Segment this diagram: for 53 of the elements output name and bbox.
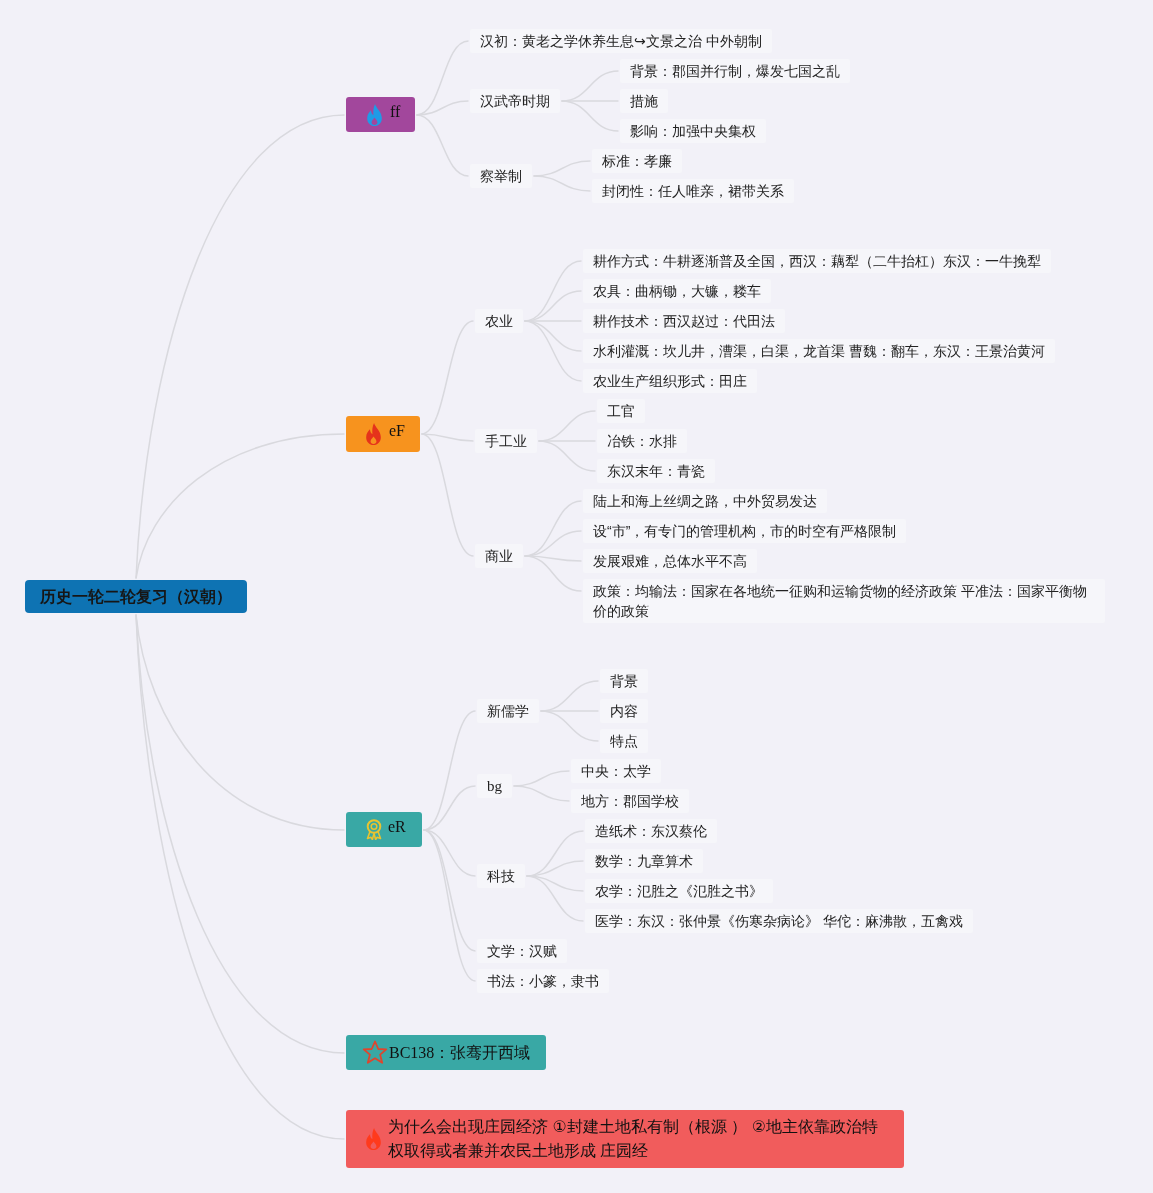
subtopic: 农学：氾胜之《氾胜之书》	[585, 879, 773, 903]
branch-topic	[346, 1110, 904, 1168]
subtopic: 文学：汉赋	[477, 939, 567, 963]
subtopic: 冶铁：水排	[597, 429, 687, 453]
subtopic: 察举制	[470, 164, 532, 188]
connector-line	[415, 114, 470, 177]
topic-title: ff	[390, 101, 401, 122]
subtopic: 标准：孝廉	[592, 149, 682, 173]
subtopic: 封闭性：任人唯亲，裙带关系	[592, 179, 794, 203]
branch-topic	[346, 97, 415, 132]
subtopic: 商业	[475, 544, 523, 568]
subtopic: 医学：东汉：张仲景《伤寒杂病论》 华佗：麻沸散，五禽戏	[585, 909, 973, 933]
subtopic: 汉初：黄老之学休养生息↪文景之治 中外朝制	[470, 29, 772, 53]
connector-line	[532, 175, 592, 192]
subtopic: 手工业	[475, 429, 537, 453]
branch-topic	[346, 812, 422, 847]
topic-title: eR	[388, 816, 406, 837]
subtopic: 造纸术：东汉蔡伦	[585, 819, 717, 843]
subtopic: 科技	[477, 864, 525, 888]
subtopic: 耕作方式：牛耕逐渐普及全国，西汉：藕犁（二牛抬杠）东汉：一牛挽犁	[583, 249, 1051, 273]
subtopic: 措施	[620, 89, 668, 113]
connector-line	[135, 114, 346, 580]
subtopic: 内容	[600, 699, 648, 723]
subtopic: 影响：加强中央集权	[620, 119, 766, 143]
subtopic: 背景：郡国并行制，爆发七国之乱	[620, 59, 850, 83]
central-topic: 历史一轮二轮复习（汉朝）	[25, 580, 247, 613]
connector-line	[135, 433, 346, 580]
topic-title: BC138：张骞开西域	[389, 1042, 531, 1063]
subtopic: bg	[477, 774, 512, 798]
branch-topic	[346, 1035, 546, 1070]
subtopic: 农业	[475, 309, 523, 333]
subtopic: 政策：均输法：国家在各地统一征购和运输货物的经济政策 平准法：国家平衡物价的政策	[583, 579, 1105, 623]
branch-topic	[346, 416, 420, 452]
subtopic: 特点	[600, 729, 648, 753]
subtopic: 新儒学	[477, 699, 539, 723]
subtopic: 汉武帝时期	[470, 89, 560, 113]
subtopic: 中央：太学	[571, 759, 661, 783]
subtopic: 东汉末年：青瓷	[597, 459, 715, 483]
subtopic: 水利灌溉：坎儿井，漕渠，白渠，龙首渠 曹魏：翻车，东汉：王景治黄河	[583, 339, 1055, 363]
subtopic: 发展艰难，总体水平不高	[583, 549, 757, 573]
subtopic: 书法：小篆，隶书	[477, 969, 609, 993]
subtopic: 农具：曲柄锄，大镰，耧车	[583, 279, 771, 303]
topic-title: eF	[389, 421, 405, 441]
connector-line	[512, 785, 571, 802]
subtopic: 背景	[600, 669, 648, 693]
subtopic: 设“市”，有专门的管理机构，市的时空有严格限制	[583, 519, 907, 543]
subtopic: 耕作技术：西汉赵过：代田法	[583, 309, 785, 333]
subtopic: 陆上和海上丝绸之路，中外贸易发达	[583, 489, 827, 513]
subtopic: 工官	[597, 399, 645, 423]
topic-title: 为什么会出现庄园经济 ①封建土地私有制（根源 ） ②地主依靠政治特权取得或者兼并农民土地形成 庄园经	[388, 1117, 880, 1161]
subtopic: 农业生产组织形式：田庄	[583, 369, 757, 393]
subtopic: 地方：郡国学校	[571, 789, 689, 813]
subtopic: 数学：九章算术	[585, 849, 703, 873]
